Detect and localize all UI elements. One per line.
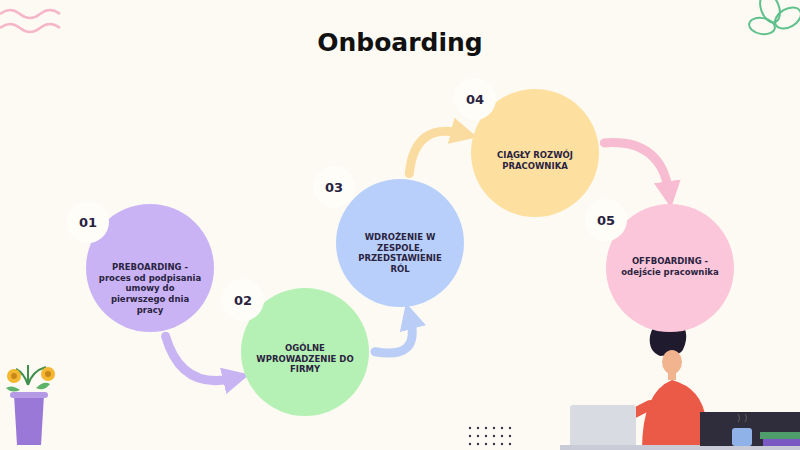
step-text: PREBOARDING - proces od podpisania umowy… <box>98 262 202 315</box>
step-text: OGÓLNE WPROWADZENIE DO FIRMY <box>253 343 357 375</box>
step-number: 04 <box>466 92 484 107</box>
curved-arrow <box>375 318 412 353</box>
flower-outline <box>748 0 800 36</box>
curved-arrow <box>409 131 461 173</box>
step-number: 05 <box>597 213 615 228</box>
diagram-title: Onboarding <box>0 28 800 57</box>
dot-grid <box>469 427 511 445</box>
step-circle: 03WDROŻENIE W ZESPOLE, PRZEDSTAWIENIE RÓ… <box>336 179 464 307</box>
step-circle: 02OGÓLNE WPROWADZENIE DO FIRMY <box>241 288 369 416</box>
squiggle <box>0 24 60 32</box>
step-number: 03 <box>325 180 343 195</box>
step-circle: 01PREBOARDING - proces od podpisania umo… <box>86 204 214 332</box>
plant-illustration <box>6 365 55 445</box>
number-badge: 05 <box>585 199 627 241</box>
curved-arrow <box>166 336 234 380</box>
step-number: 02 <box>234 293 252 308</box>
number-badge: 03 <box>313 166 355 208</box>
squiggle <box>0 10 60 18</box>
step-text: CIĄGŁY ROZWÓJ PRACOWNIKA <box>483 150 587 171</box>
step-text: OFFBOARDING - odejście pracownika <box>618 256 722 277</box>
step-text: WDROŻENIE W ZESPOLE, PRZEDSTAWIENIE RÓL <box>348 232 452 275</box>
number-badge: 02 <box>222 279 264 321</box>
step-circle: 04CIĄGŁY ROZWÓJ PRACOWNIKA <box>471 89 599 217</box>
step-circle: 05OFFBOARDING - odejście pracownika <box>606 204 734 332</box>
curved-arrow <box>604 143 669 192</box>
number-badge: 04 <box>454 78 496 120</box>
woman-laptop-illustration <box>560 320 800 450</box>
number-badge: 01 <box>67 201 109 243</box>
step-number: 01 <box>79 215 97 230</box>
